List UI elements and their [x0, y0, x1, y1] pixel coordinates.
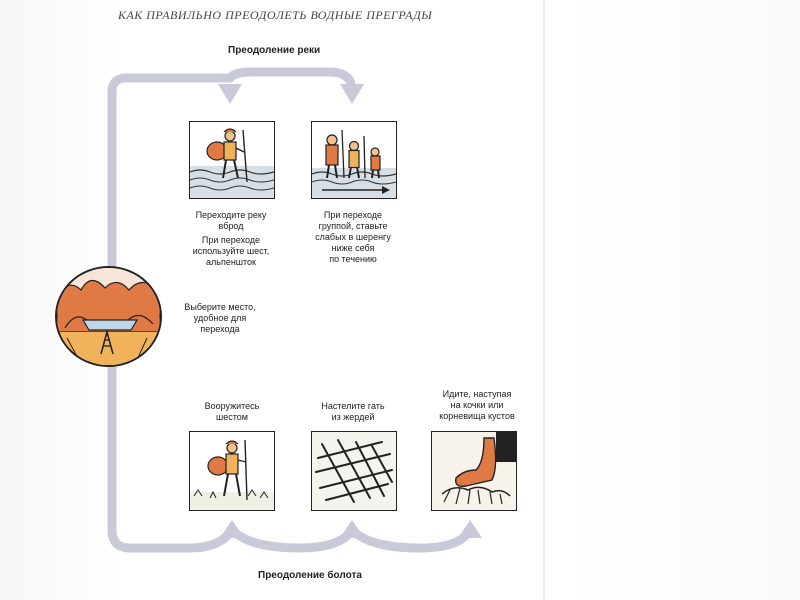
swamp-step-1-panel — [189, 431, 275, 511]
hiker-with-pole-icon — [190, 439, 274, 510]
river-step-1-note: При переходе используйте шест, альпеншто… — [181, 235, 281, 268]
page-corner-mark: ~ — [470, 0, 475, 5]
group-crossing-icon — [312, 129, 396, 198]
swamp-step-1-caption: Вооружитесь шестом — [185, 401, 279, 423]
river-step-1-note-line-3: альпеншток — [206, 257, 256, 267]
paper-edge — [543, 0, 545, 600]
pole-mat-icon — [312, 432, 396, 510]
foot-on-tussock-icon — [432, 432, 516, 510]
start-caption-line-2: удобное для — [193, 313, 247, 323]
river-step-1-caption-line-1: Переходите реку — [195, 210, 267, 220]
river-step-1-note-line-1: При переходе — [201, 235, 261, 245]
river-step-1-note-line-2: используйте шест, — [192, 246, 270, 256]
swamp-step-3-panel — [431, 431, 517, 511]
arrow-up-2 — [340, 520, 364, 538]
river-landscape-icon — [57, 268, 160, 365]
page-title: КАК ПРАВИЛЬНО ПРЕОДОЛЕТЬ ВОДНЫЕ ПРЕГРАДЫ — [118, 8, 433, 22]
river-step-2-caption-line-3: слабых в шеренгу — [315, 232, 391, 242]
river-step-2-caption: При переходе группой, ставьте слабых в ш… — [299, 210, 407, 265]
river-step-2-panel — [311, 121, 397, 199]
river-step-2-caption-line-2: группой, ставьте — [318, 221, 388, 231]
swamp-step-3-caption: Идите, наступая на кочки или корневища к… — [421, 389, 533, 422]
river-step-1-caption-line-2: вброд — [218, 221, 244, 231]
swamp-step-1-caption-line-2: шестом — [216, 412, 248, 422]
start-caption: Выберите место, удобное для перехода — [166, 302, 274, 335]
river-step-2-caption-line-4: ниже себя — [331, 243, 375, 253]
swamp-step-3-caption-line-3: корневища кустов — [439, 411, 515, 421]
swamp-section-title: Преодоление болота — [258, 570, 362, 581]
swamp-step-2-caption-line-2: из жердей — [331, 412, 375, 422]
start-caption-line-3: перехода — [200, 324, 240, 334]
wading-hiker-icon — [190, 128, 274, 198]
arrow-up-1 — [220, 520, 244, 538]
river-step-2-caption-line-1: При переходе — [323, 210, 383, 220]
river-step-1-caption: Переходите реку вброд — [181, 210, 281, 232]
swamp-step-2-panel — [311, 431, 397, 511]
swamp-step-2-caption: Настелите гать из жердей — [305, 401, 401, 423]
start-circle — [55, 266, 162, 367]
arrow-down-2 — [340, 84, 364, 104]
arrow-down-1 — [218, 84, 242, 104]
river-section-title: Преодоление реки — [228, 45, 321, 56]
swamp-step-3-caption-line-2: на кочки или — [450, 400, 504, 410]
swamp-step-1-caption-line-1: Вооружитесь — [204, 401, 260, 411]
arrow-up-3 — [458, 520, 482, 538]
swamp-step-2-caption-line-1: Настелите гать — [321, 401, 385, 411]
river-step-2-caption-line-5: по течению — [329, 254, 377, 264]
river-step-1-panel — [189, 121, 275, 199]
swamp-step-3-caption-line-1: Идите, наступая — [442, 389, 512, 399]
start-caption-line-1: Выберите место, — [184, 302, 256, 312]
